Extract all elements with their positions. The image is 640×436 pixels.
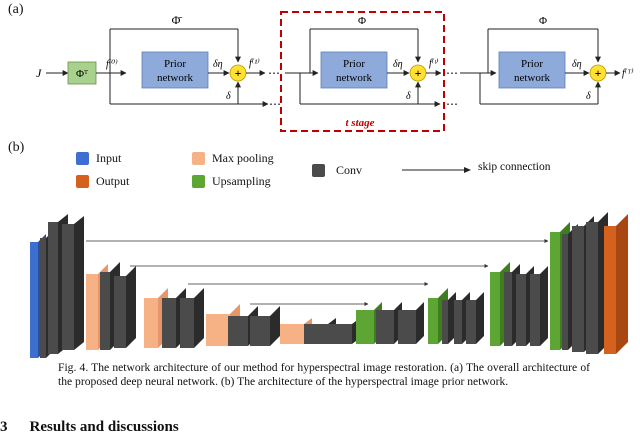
section-heading: 3 Results and discussions xyxy=(0,419,201,436)
stage-T-delta: δ xyxy=(586,91,591,102)
unrolled-network-diagram: J Φᵀ f⁽⁰⁾ Φ̄ Prior network δη + δ f⁽¹⁾ ⋯… xyxy=(36,11,634,132)
legend-upsampling-swatch xyxy=(192,175,205,188)
label-xT: f⁽ᵀ⁾ xyxy=(622,68,634,79)
stage-t-delta-eta: δη xyxy=(393,59,403,70)
stage-t-plus: + xyxy=(415,66,422,80)
stage-t-prior-line1: Prior xyxy=(343,58,365,70)
stage1-plus: + xyxy=(235,66,242,80)
stage-t-prior-line2: network xyxy=(336,72,373,84)
stage-T-plus: + xyxy=(595,66,602,80)
stage1-prior-line1: Prior xyxy=(164,58,186,70)
init-block-label: Φᵀ xyxy=(76,68,88,80)
conv-block xyxy=(250,306,280,346)
label-x0: f⁽⁰⁾ xyxy=(106,59,118,70)
legend-upsampling-label: Upsampling xyxy=(212,174,271,188)
legend-input-swatch xyxy=(76,152,89,165)
stage-t-delta: δ xyxy=(406,91,411,102)
conv-block xyxy=(62,216,84,350)
conv-block xyxy=(180,288,204,348)
section-title: Results and discussions xyxy=(29,419,179,435)
label-xt: f⁽ᵗ⁾ xyxy=(429,58,439,69)
legend-output-swatch xyxy=(76,175,89,188)
legend-input-label: Input xyxy=(96,151,122,165)
legend-conv-label: Conv xyxy=(336,163,363,177)
stage-t-phi: Φ xyxy=(358,15,366,27)
label-x1: f⁽¹⁾ xyxy=(249,58,260,69)
stage1-phi-bar: Φ̄ xyxy=(172,13,183,27)
conv-block xyxy=(466,292,484,344)
stage-T-prior-line2: network xyxy=(514,72,551,84)
dots-4: ⋯ xyxy=(446,97,458,111)
stage1-delta: δ xyxy=(226,91,231,102)
panel-a-label: (a) xyxy=(8,2,24,17)
legend-output-label: Output xyxy=(96,174,130,188)
stage1-prior-line2: network xyxy=(157,72,194,84)
legend-skip-arrow xyxy=(402,167,471,173)
conv-block xyxy=(398,302,424,344)
stage-t-prior-network xyxy=(320,51,388,89)
output-block xyxy=(604,214,628,354)
stage-T-phi: Φ xyxy=(539,15,547,27)
figure-caption: Fig. 4. The network architecture of our … xyxy=(58,361,590,388)
stage-T-delta-eta: δη xyxy=(572,59,582,70)
section-number: 3 xyxy=(0,419,8,435)
legend-maxpool-label: Max pooling xyxy=(212,151,274,165)
stage1-prior-network xyxy=(141,51,209,89)
dots-1: ⋯ xyxy=(268,66,280,80)
stage1-delta-eta: δη xyxy=(213,59,223,70)
dots-3: ⋯ xyxy=(446,66,458,80)
stage-t-box xyxy=(280,11,445,132)
stage-T-prior-network xyxy=(498,51,566,89)
legend-conv-swatch xyxy=(312,164,325,177)
prior-network-architecture xyxy=(30,212,628,358)
stage-t-label: t stage xyxy=(345,117,374,129)
conv-block xyxy=(530,266,548,346)
legend-maxpool-swatch xyxy=(192,152,205,165)
legend-skip-label: skip connection xyxy=(478,161,551,173)
dots-2: ⋯ xyxy=(269,97,281,111)
stage-T-prior-line1: Prior xyxy=(521,58,543,70)
input-symbol: J xyxy=(36,66,42,80)
conv-block xyxy=(114,266,136,348)
panel-b-label: (b) xyxy=(8,140,25,155)
